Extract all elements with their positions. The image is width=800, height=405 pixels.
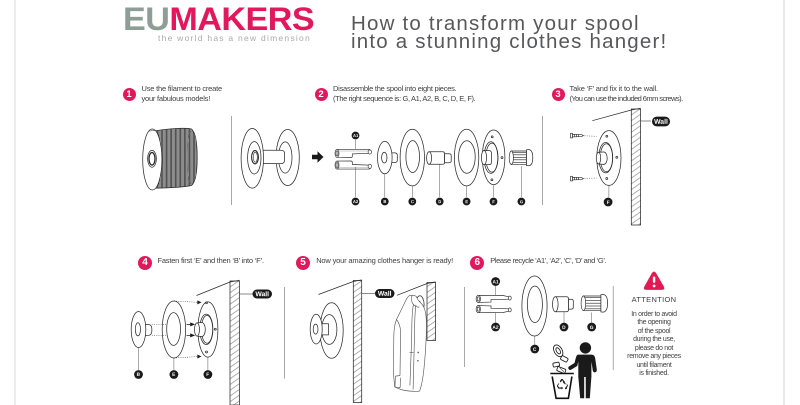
svg-text:B: B [137, 372, 141, 378]
svg-text:Wall: Wall [654, 119, 668, 126]
svg-text:Wall: Wall [378, 291, 392, 298]
svg-text:A2: A2 [492, 325, 498, 331]
svg-text:G: G [520, 199, 523, 204]
svg-text:B: B [383, 199, 386, 204]
svg-text:D: D [562, 325, 566, 331]
svg-text:A1: A1 [492, 279, 498, 285]
svg-text:E: E [465, 199, 468, 204]
svg-text:Wall: Wall [255, 291, 269, 298]
svg-text:F: F [492, 199, 495, 204]
svg-text:A2: A2 [353, 199, 359, 204]
svg-text:C: C [411, 199, 414, 204]
svg-text:F: F [206, 372, 209, 378]
svg-text:C: C [533, 347, 537, 353]
svg-text:D: D [438, 199, 441, 204]
svg-text:G: G [590, 325, 594, 331]
svg-text:E: E [172, 372, 176, 378]
svg-text:A1: A1 [353, 133, 359, 138]
svg-text:F: F [607, 200, 610, 206]
